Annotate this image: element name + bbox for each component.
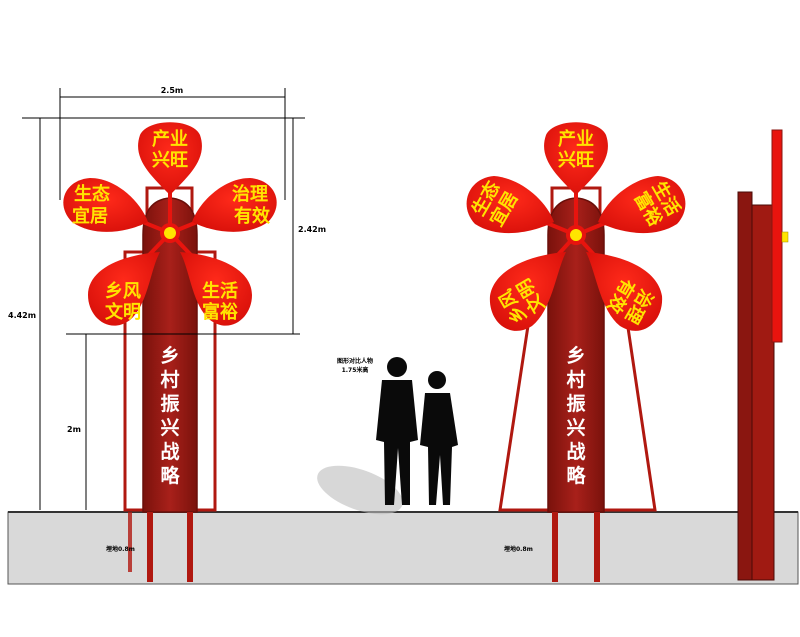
sign-height-label: 2.42m [298,225,326,234]
left-petal-5-line1: 生活 [202,280,238,302]
center-column-char-3: 振 [566,392,585,415]
left-petal-upper-right [192,178,277,232]
left-petal-5-line2: 富裕 [202,301,238,323]
center-column-char-5: 战 [566,441,585,463]
left-column-char-2: 村 [160,368,179,391]
center-petal-lower-right [586,252,663,331]
side-view-sign [737,129,789,581]
post-height-label: 2m [67,425,81,434]
people-note-line1: 图形对比人物 [337,357,373,365]
width-label: 2.5m [161,86,184,95]
people-note-line2: 1.75米高 [342,366,369,374]
left-petal-3-line1: 治理 [232,183,268,205]
center-petal-lower-left [489,252,566,331]
center-petal-1-line1: 产业 [558,128,594,150]
buried-depth-center: 埋地0.8m [504,545,533,553]
ground-section [7,511,799,585]
left-column-char-6: 略 [160,464,180,487]
center-petal-upper-left [466,176,554,234]
left-petal-2-line1: 生态 [74,183,110,205]
center-column-char-6: 略 [566,464,586,487]
buried-depth-left: 埋地0.8m [106,545,135,553]
center-column-char-4: 兴 [566,417,585,439]
left-petal-upper-left [63,178,148,232]
center-sign: 产业 兴旺 生态 宜居 生活 富裕 乡风 文明 治理 有效 乡 村 振 兴 战 … [466,122,686,582]
left-petal-1-line2: 兴旺 [152,150,188,171]
left-petal-top [138,122,202,195]
left-sign: 产业 兴旺 生态 宜居 治理 有效 乡风 文明 生活 富裕 乡 村 振 兴 战 … [63,122,277,582]
left-petal-1-line1: 产业 [152,128,188,150]
left-petal-4-line2: 文明 [105,301,141,323]
left-petal-4-line1: 乡风 [105,281,141,302]
left-column-char-5: 战 [160,441,179,463]
total-height-label: 4.42m [8,311,36,320]
center-petal-top [544,122,608,195]
left-petal-3-line2: 有效 [234,205,271,227]
center-petal-upper-right [598,176,686,234]
center-column-char-2: 村 [566,368,585,391]
people-silhouettes [376,357,458,505]
left-column-char-3: 振 [160,392,179,415]
left-column-char-4: 兴 [160,417,179,439]
dimension-lines [22,88,305,510]
left-column-char-1: 乡 [160,345,179,367]
left-petal-2-line2: 宜居 [72,205,108,227]
left-petal-lower-left [88,252,160,326]
left-petal-lower-right [180,252,252,326]
center-column-char-1: 乡 [566,345,585,367]
center-petal-1-line2: 兴旺 [558,150,594,171]
people-shadow [317,465,403,515]
